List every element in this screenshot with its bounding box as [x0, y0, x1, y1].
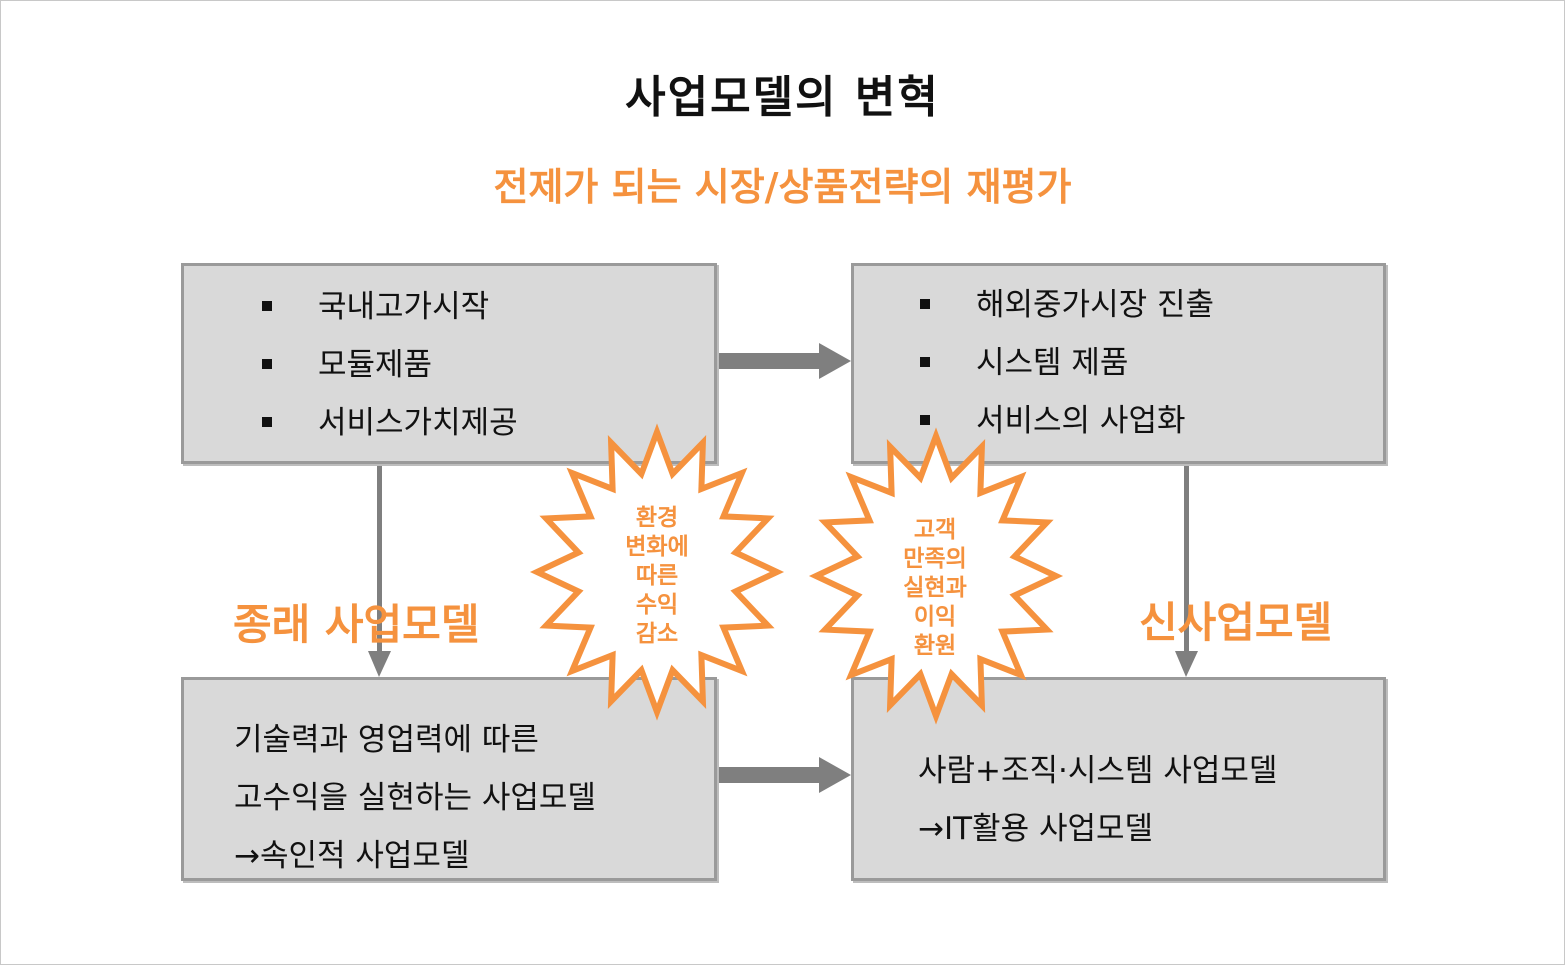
list-item-label: 모듈제품	[318, 347, 433, 383]
burst-text-line: 따른	[635, 563, 679, 589]
bottom-arrow-head	[819, 757, 851, 793]
list-item: 해외중가시장 진출	[920, 276, 1370, 334]
label-new-model: 신사업모델	[1139, 598, 1333, 647]
list-item: 국내고가시작	[262, 278, 702, 336]
left-arrow-shaft	[377, 462, 382, 652]
burst-text-line: 만족의	[903, 546, 967, 572]
starburst-right-icon	[808, 427, 1064, 725]
box-text-line: 기술력과 영업력에 따른	[234, 722, 539, 758]
diagram-subtitle: 전제가 되는 시장/상품전략의 재평가	[493, 165, 1072, 209]
top-arrow-shaft	[715, 353, 823, 369]
box-text-line: 사람+조직·시스템 사업모델	[918, 753, 1278, 789]
page-title: 사업모델의 변혁	[625, 72, 940, 123]
box-text-line: →IT활용 사업모델	[918, 811, 1154, 847]
top-arrow-head	[819, 343, 851, 379]
burst-text-line: 환원	[913, 633, 957, 659]
burst-text-line: 환경	[635, 505, 679, 531]
bullet-icon	[920, 415, 930, 425]
right-arrow-head	[1175, 651, 1198, 677]
list-item: 모듈제품	[262, 336, 702, 394]
burst-text-line: 이익	[913, 604, 957, 630]
list-item: 서비스의 사업화	[920, 392, 1370, 450]
left-arrow-head	[368, 651, 391, 677]
list-item-label: 해외중가시장 진출	[976, 287, 1215, 323]
list-item-label: 서비스의 사업화	[976, 403, 1186, 439]
burst-text-line: 실현과	[903, 575, 967, 601]
list-item-label: 국내고가시작	[318, 289, 490, 325]
burst-left-text: 환경 변화에 따른 수익 감소	[597, 504, 717, 649]
burst-text-line: 변화에	[625, 534, 689, 560]
box-top-left: 국내고가시작 모듈제품 서비스가치제공	[181, 263, 717, 464]
list-item-label: 시스템 제품	[976, 345, 1129, 381]
burst-right-text: 고객 만족의 실현과 이익 환원	[875, 516, 995, 661]
label-legacy-model: 종래 사업모델	[233, 600, 480, 649]
bullet-icon	[920, 299, 930, 309]
bullet-icon	[920, 357, 930, 367]
starburst-left-icon	[529, 423, 785, 721]
box-text-line: →속인적 사업모델	[234, 838, 470, 874]
list-item-label: 서비스가치제공	[318, 405, 518, 441]
bullet-icon	[262, 359, 272, 369]
bottom-arrow-shaft	[715, 767, 823, 783]
burst-text-line: 감소	[635, 621, 679, 647]
right-arrow-shaft	[1184, 462, 1189, 652]
burst-text-line: 수익	[635, 592, 679, 618]
box-bottom-left: 기술력과 영업력에 따른 고수익을 실현하는 사업모델 →속인적 사업모델	[181, 677, 717, 881]
burst-text-line: 고객	[913, 517, 957, 543]
list-item: 서비스가치제공	[262, 394, 702, 452]
bullet-icon	[262, 417, 272, 427]
box-top-right: 해외중가시장 진출 시스템 제품 서비스의 사업화	[851, 263, 1386, 464]
list-item: 시스템 제품	[920, 334, 1370, 392]
bullet-icon	[262, 301, 272, 311]
box-text-line: 고수익을 실현하는 사업모델	[234, 780, 596, 816]
